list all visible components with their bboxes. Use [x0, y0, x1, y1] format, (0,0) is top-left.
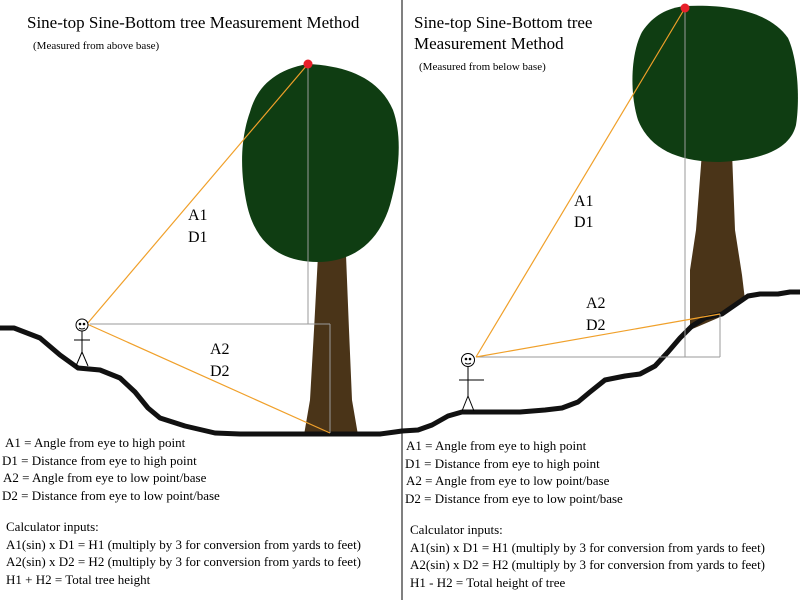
right-panel-scene [399, 3, 800, 434]
right-top-marker [680, 3, 690, 13]
right-legend-a1: A1 = Angle from eye to high point [406, 438, 587, 453]
right-legend-a2: A2 = Angle from eye to low point/base [406, 473, 610, 488]
right-tree [632, 5, 798, 330]
left-legend-a2: A2 = Angle from eye to low point/base [3, 470, 207, 485]
right-label-a2: A2 [586, 295, 606, 312]
right-label-d1: D1 [574, 214, 594, 231]
left-legend: A1 = Angle from eye to high point D1 = D… [2, 434, 223, 504]
left-top-marker [303, 59, 313, 69]
right-calc-line-1: A1(sin) x D1 = H1 (multiply by 3 for con… [410, 539, 766, 555]
left-tree-trunk [304, 255, 358, 435]
right-label-a1: A1 [574, 193, 594, 210]
right-calc-heading: Calculator inputs: [410, 522, 503, 537]
left-title: Sine-top Sine-Bottom tree Measurement Me… [27, 13, 360, 32]
left-tree-foliage [242, 64, 399, 262]
right-tree-trunk [690, 152, 745, 330]
left-label-d2: D2 [210, 363, 230, 380]
left-stick-figure [74, 318, 90, 367]
right-legend: A1 = Angle from eye to high point D1 = D… [405, 437, 624, 507]
right-label-d2: D2 [586, 317, 606, 334]
left-ground-line [0, 325, 405, 437]
left-sight-line-base [86, 323, 331, 434]
left-legend-d2: D2 = Distance from eye to low point/base [2, 487, 220, 503]
left-reference-lines [90, 64, 331, 433]
left-tree [242, 64, 399, 435]
right-legend-d2: D2 = Distance from eye to low point/base [405, 490, 623, 506]
right-calc-line-2: A2(sin) x D2 = H2 (multiply by 3 for con… [410, 557, 766, 572]
left-calc-heading: Calculator inputs: [6, 519, 99, 534]
right-subtitle: (Measured from below base) [419, 61, 546, 73]
right-ground-line [399, 289, 800, 434]
left-label-a2: A2 [210, 341, 230, 358]
right-calculator: Calculator inputs: A1(sin) x D1 = H1 (mu… [410, 521, 765, 591]
right-title-line-1: Sine-top Sine-Bottom tree [414, 13, 593, 32]
right-title-line-2: Measurement Method [414, 34, 564, 53]
left-calc-line-2: A2(sin) x D2 = H2 (multiply by 3 for con… [6, 554, 362, 569]
left-legend-a1: A1 = Angle from eye to high point [5, 435, 186, 450]
left-calc-line-3: H1 + H2 = Total tree height [6, 571, 151, 587]
right-tree-foliage [632, 5, 798, 163]
left-panel-scene [0, 59, 405, 437]
right-calc-line-3: H1 - H2 = Total height of tree [410, 574, 566, 590]
left-calculator: Calculator inputs: A1(sin) x D1 = H1 (mu… [6, 518, 361, 588]
right-sight-line-base [475, 313, 721, 358]
left-subtitle: (Measured from above base) [33, 40, 160, 52]
right-sight-line-top [475, 7, 686, 358]
right-reference-lines [476, 8, 721, 358]
left-sight-line-top [86, 63, 309, 325]
left-label-a1: A1 [188, 207, 208, 224]
left-label-d1: D1 [188, 229, 208, 246]
left-calc-line-1: A1(sin) x D1 = H1 (multiply by 3 for con… [6, 536, 362, 552]
right-legend-d1: D1 = Distance from eye to high point [405, 455, 600, 471]
right-stick-figure [459, 353, 484, 412]
left-legend-d1: D1 = Distance from eye to high point [2, 452, 197, 468]
